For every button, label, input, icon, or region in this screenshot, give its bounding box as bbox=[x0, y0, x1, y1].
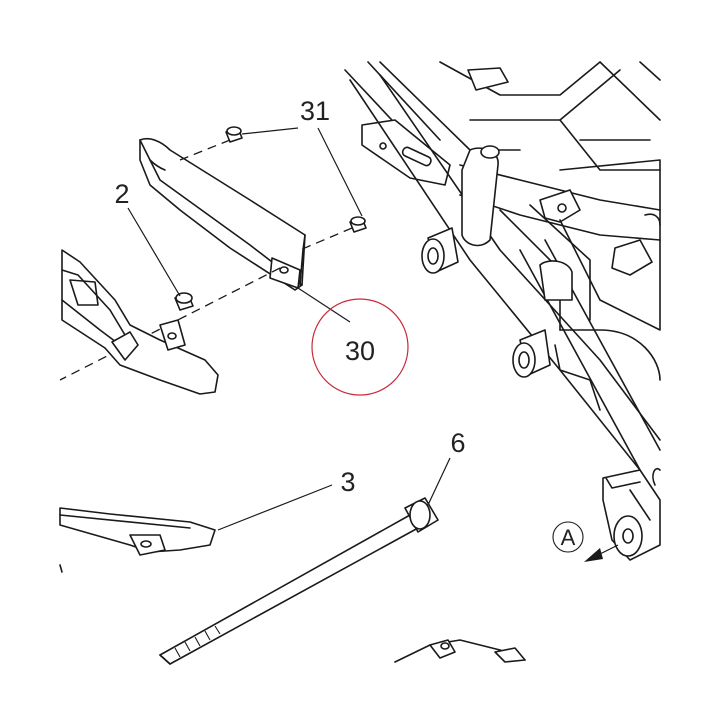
leader-6 bbox=[427, 457, 451, 506]
highlight-circle bbox=[311, 298, 409, 396]
assembly-line-lower bbox=[299, 227, 353, 251]
callout-2: 2 bbox=[114, 179, 129, 209]
bushing-lower bbox=[512, 329, 551, 378]
callout-6: 6 bbox=[450, 428, 465, 458]
leader-30 bbox=[297, 287, 351, 323]
callout-30: 30 bbox=[345, 336, 375, 366]
bushing-upper bbox=[421, 227, 459, 274]
edge-mark bbox=[59, 564, 63, 573]
leader-31-a bbox=[241, 127, 299, 135]
assembly-line-upper bbox=[179, 139, 231, 161]
leader-3 bbox=[217, 484, 333, 531]
lower-joint bbox=[602, 467, 661, 561]
screw-31-lower bbox=[349, 216, 367, 233]
footrest-bracket bbox=[61, 249, 219, 395]
lever-arm bbox=[59, 507, 216, 556]
view-marker-label: A bbox=[561, 525, 576, 550]
cover-panel bbox=[139, 137, 306, 291]
lower-bracket-partial bbox=[394, 639, 526, 663]
frame-assembly bbox=[344, 61, 661, 561]
screw-2 bbox=[174, 292, 194, 311]
screw-31-upper bbox=[225, 126, 243, 143]
long-bolt bbox=[159, 497, 439, 665]
callout-3: 3 bbox=[340, 467, 355, 497]
leader-2 bbox=[127, 207, 181, 297]
view-arrow-a: A bbox=[552, 521, 619, 562]
leader-31-b bbox=[317, 127, 363, 217]
callout-31: 31 bbox=[300, 96, 330, 126]
